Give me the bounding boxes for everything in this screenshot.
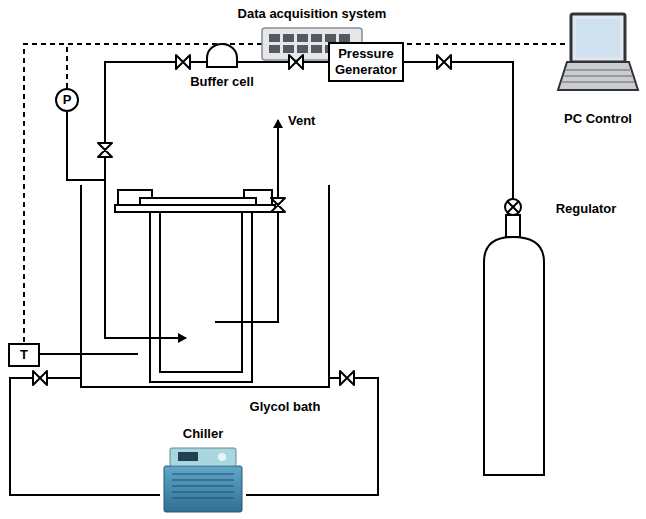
vent-line: [215, 120, 278, 322]
valve-symbol: [437, 55, 451, 69]
node-label: Buffer cell: [190, 74, 254, 90]
laptop: [571, 14, 625, 62]
laptop: [558, 62, 638, 90]
buffer-cell: Buffer cell: [207, 44, 237, 67]
chiller-unit: [178, 452, 198, 461]
temperature-probe: [80, 353, 138, 355]
gas-line: [404, 62, 513, 199]
node-label: Chiller: [183, 426, 223, 442]
node-label: Glycol bath: [250, 399, 321, 415]
bath-outline: [80, 185, 330, 388]
coolant-line: [246, 378, 378, 495]
gas-inlet: [105, 180, 186, 338]
reactor-vessel: [244, 190, 272, 205]
bath-outline: [81, 185, 329, 387]
gas-inlet: [105, 180, 186, 338]
pressure-generator: Pressure Generator: [328, 42, 404, 82]
vent-line: [215, 120, 278, 322]
reactor-vessel: [118, 190, 152, 205]
chiller-unit: [172, 474, 234, 498]
reactor-vessel: [150, 211, 252, 382]
glycol-bath: Glycol bath: [80, 185, 330, 388]
node-label: Data acquisition system: [238, 6, 387, 22]
gas-cylinder: [505, 199, 521, 215]
gas-cylinder: [507, 201, 519, 213]
signal-line: [24, 44, 262, 343]
chiller-unit: [218, 453, 226, 461]
gas-line: [237, 61, 328, 63]
reactor-vessel: [115, 205, 275, 212]
laptop: [558, 14, 638, 90]
vent-label: Vent: [288, 113, 315, 129]
valve-symbol: [271, 198, 285, 212]
gas-cylinder: [484, 237, 544, 475]
node-label: T: [20, 347, 28, 363]
node-label: PC Control: [564, 111, 632, 127]
pressure-gauge: P: [55, 88, 79, 112]
node-label: P: [63, 92, 72, 108]
gas-regulator: Regulator: [483, 199, 545, 476]
temperature-probe: [80, 353, 138, 355]
gas-cylinder: [506, 215, 520, 237]
valve-symbol: [98, 143, 112, 157]
reactor-vessel: [160, 211, 242, 372]
node-label: Pressure Generator: [333, 46, 399, 77]
gas-cylinder: [484, 199, 544, 475]
reactor-vessel: [115, 190, 275, 382]
chiller-unit: [164, 466, 242, 512]
valve-symbol: [176, 55, 190, 69]
reactor-vessel: [140, 198, 256, 205]
sensor-line: [40, 353, 80, 355]
laptop: [576, 19, 620, 57]
valve-symbol: [33, 371, 47, 385]
pc-control: PC Control: [567, 14, 629, 92]
buffer-cell-dome: [207, 44, 237, 67]
valve-symbol: [289, 55, 303, 69]
node-label: Regulator: [556, 201, 617, 217]
temperature-sensor: T: [8, 343, 40, 367]
buffer-cell-dome: [207, 44, 237, 67]
valve-symbol: [340, 371, 354, 385]
coolant-line: [10, 378, 160, 495]
chiller-unit: [164, 448, 242, 512]
chiller: Chiller: [160, 446, 246, 514]
chiller-unit: [170, 448, 236, 466]
valve-symbol: [33, 55, 451, 385]
laptop: [562, 70, 634, 82]
gas-line: [67, 62, 207, 180]
